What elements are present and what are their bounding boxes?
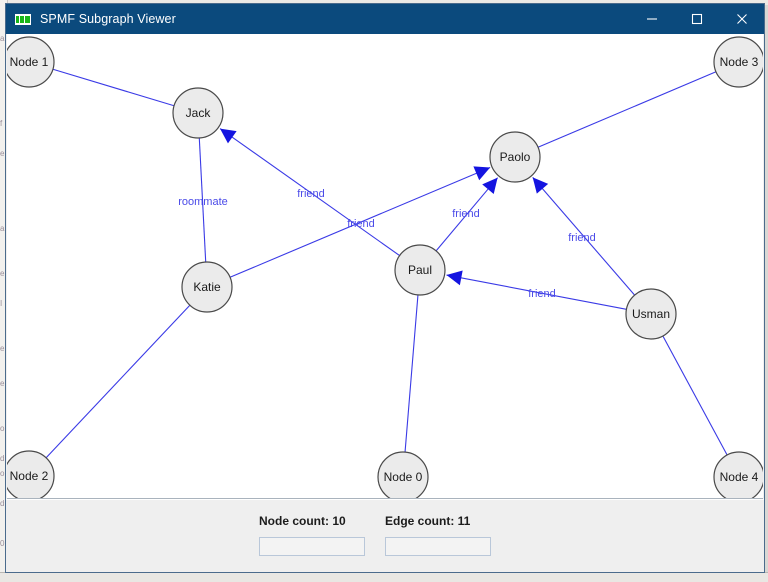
graph-edge[interactable]: friend <box>446 270 627 310</box>
edge-arrowhead-icon <box>446 270 463 286</box>
edge-count-label: Edge count: 11 <box>385 514 471 528</box>
node-circle[interactable] <box>489 131 541 183</box>
node-circle[interactable] <box>394 244 446 296</box>
node-circle[interactable] <box>7 450 55 499</box>
graph-edge[interactable]: friend <box>532 177 636 296</box>
graph-node-node3[interactable]: Node 3 <box>713 36 763 88</box>
node-circle[interactable] <box>713 36 763 88</box>
node-circle[interactable] <box>172 87 224 139</box>
edge-arrowhead-icon <box>482 177 498 194</box>
background-text-fragment: f <box>0 119 3 128</box>
node-label: Katie <box>193 280 221 294</box>
background-text-fragment: 0 <box>0 539 5 548</box>
close-button[interactable] <box>719 4 764 34</box>
node-label: Node 1 <box>10 55 49 69</box>
node-circle[interactable] <box>377 451 429 499</box>
maximize-button[interactable] <box>674 4 719 34</box>
edge-label: friend <box>452 208 480 220</box>
edge-label: friend <box>528 288 556 300</box>
edge-count-group: Edge count: 11 <box>385 514 491 556</box>
background-window-top-sliver <box>0 0 768 5</box>
edge-count-field[interactable] <box>385 537 491 556</box>
graph-edge[interactable]: roommate <box>178 137 228 263</box>
background-text-fragment: e <box>0 344 5 353</box>
edge-arrowhead-icon <box>473 166 491 181</box>
graph-edge[interactable]: friend <box>435 177 499 252</box>
edge-label: roommate <box>178 196 228 208</box>
maximize-icon <box>691 13 702 25</box>
node-label: Node 3 <box>720 55 759 69</box>
minimize-button[interactable] <box>629 4 674 34</box>
edge-label: friend <box>297 188 325 200</box>
node-circle[interactable] <box>7 36 55 88</box>
background-text-fragment: e <box>0 269 5 278</box>
node-circle[interactable] <box>713 451 763 499</box>
graph-node-node2[interactable]: Node 2 <box>7 450 55 499</box>
graph-node-node4[interactable]: Node 4 <box>713 451 763 499</box>
node-layer: Node 1 Node 3 JackPaoloPaulKatieUsmanNode … <box>7 36 763 499</box>
minimize-icon <box>646 18 657 20</box>
node-label: Node 0 <box>384 470 423 484</box>
background-text-fragment: o <box>0 424 5 433</box>
window-title: SPMF Subgraph Viewer <box>40 12 176 26</box>
node-label: Node 2 <box>10 469 49 483</box>
graph-edge[interactable] <box>537 71 717 148</box>
graph-node-paul[interactable]: Paul <box>394 244 446 296</box>
node-label: Jack <box>186 106 212 120</box>
graph-edge[interactable] <box>45 304 191 459</box>
spmf-subgraph-viewer-window: SPMF Subgraph Viewer roommate friend frien… <box>5 3 765 573</box>
graph-node-jack[interactable]: Jack <box>172 87 224 139</box>
background-text-fragment: d <box>0 499 5 508</box>
background-text-fragment: a <box>0 34 5 43</box>
node-label: Usman <box>632 307 670 321</box>
graph-edge[interactable] <box>52 68 175 107</box>
node-count-group: Node count: 10 <box>259 514 365 556</box>
background-text-fragment: a <box>0 224 5 233</box>
graph-edge[interactable]: friend <box>229 166 491 278</box>
edge-label: friend <box>347 218 375 230</box>
status-panel: Node count: 10 Edge count: 11 <box>6 499 764 572</box>
subgraph-drawing: roommatefriendfriendfriendfriendfriendNo… <box>7 36 763 499</box>
graph-node-node0[interactable]: Node 0 <box>377 451 429 499</box>
title-bar[interactable]: SPMF Subgraph Viewer <box>6 4 764 34</box>
spmf-app-icon <box>15 13 31 25</box>
background-text-fragment: d <box>0 454 5 463</box>
graph-node-katie[interactable]: Katie <box>181 261 233 313</box>
background-text-fragment: o <box>0 469 5 478</box>
graph-edge[interactable]: friend <box>219 128 400 257</box>
graph-edge[interactable] <box>662 335 728 456</box>
background-text-fragment: e <box>0 379 5 388</box>
node-label: Paul <box>408 263 432 277</box>
node-label: Node 4 <box>720 470 759 484</box>
node-label: Paolo <box>500 150 531 164</box>
edge-arrowhead-icon <box>532 177 549 194</box>
node-circle[interactable] <box>181 261 233 313</box>
edge-arrowhead-icon <box>220 128 237 144</box>
graph-node-node1[interactable]: Node 1 <box>7 36 55 88</box>
background-text-fragment: e <box>0 149 5 158</box>
node-count-label: Node count: 10 <box>259 514 346 528</box>
graph-node-paolo[interactable]: Paolo <box>489 131 541 183</box>
background-text-fragment: I <box>0 299 3 308</box>
node-count-field[interactable] <box>259 537 365 556</box>
edge-layer: roommate friend friend friend friend friend <box>45 68 728 459</box>
graph-node-usman[interactable]: Usman <box>625 288 677 340</box>
edge-label: friend <box>568 232 596 244</box>
node-circle[interactable] <box>625 288 677 340</box>
close-icon <box>736 14 747 24</box>
graph-edge[interactable] <box>404 294 419 453</box>
